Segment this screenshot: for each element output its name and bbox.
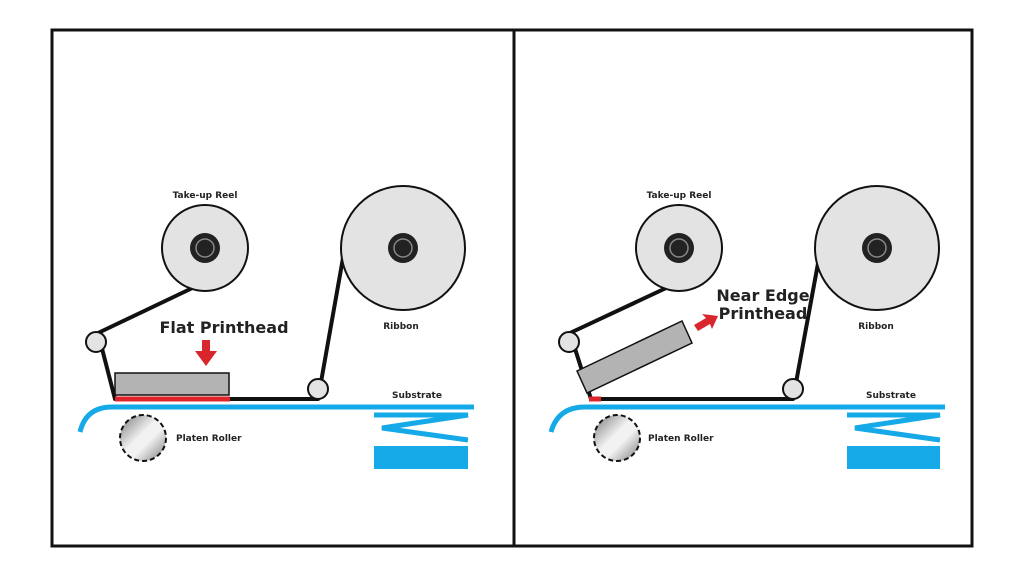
ribbon-roll bbox=[814, 185, 940, 311]
panel-flat-printhead: Take-up Reel Ribbon Substrate Platen Rol… bbox=[77, 185, 474, 469]
diagram-frame bbox=[50, 28, 974, 548]
idler-roller bbox=[782, 378, 804, 400]
printhead-label: Flat Printhead bbox=[159, 318, 288, 337]
substrate-label: Substrate bbox=[866, 391, 916, 401]
near-edge-printhead bbox=[576, 319, 693, 395]
idler-roller bbox=[558, 331, 580, 353]
substrate-label: Substrate bbox=[392, 391, 442, 401]
platen-roller-label: Platen Roller bbox=[648, 434, 714, 444]
take-up-reel-label: Take-up Reel bbox=[647, 191, 712, 201]
printhead-arrow bbox=[694, 314, 718, 331]
platen-roller-label: Platen Roller bbox=[176, 434, 242, 444]
substrate-web bbox=[548, 404, 945, 433]
substrate-web bbox=[77, 404, 474, 433]
printhead-arrow bbox=[195, 340, 217, 366]
take-up-reel bbox=[635, 204, 723, 292]
idler-roller bbox=[85, 331, 107, 353]
take-up-reel-label: Take-up Reel bbox=[173, 191, 238, 201]
take-up-reel bbox=[161, 204, 249, 292]
flat-printhead bbox=[114, 372, 230, 396]
substrate-stack bbox=[374, 412, 469, 469]
platen-roller bbox=[119, 414, 167, 462]
substrate-stack bbox=[847, 412, 941, 469]
ribbon-roll bbox=[340, 185, 466, 311]
idler-roller bbox=[307, 378, 329, 400]
ribbon-label: Ribbon bbox=[858, 322, 894, 332]
panel-near-edge-printhead: Take-up Reel Ribbon Substrate Platen Rol… bbox=[548, 185, 945, 469]
platen-roller bbox=[593, 414, 641, 462]
ribbon-label: Ribbon bbox=[383, 322, 419, 332]
printhead-label-line-2: Printhead bbox=[719, 304, 808, 323]
printhead-label-line-1: Near Edge bbox=[716, 286, 809, 305]
